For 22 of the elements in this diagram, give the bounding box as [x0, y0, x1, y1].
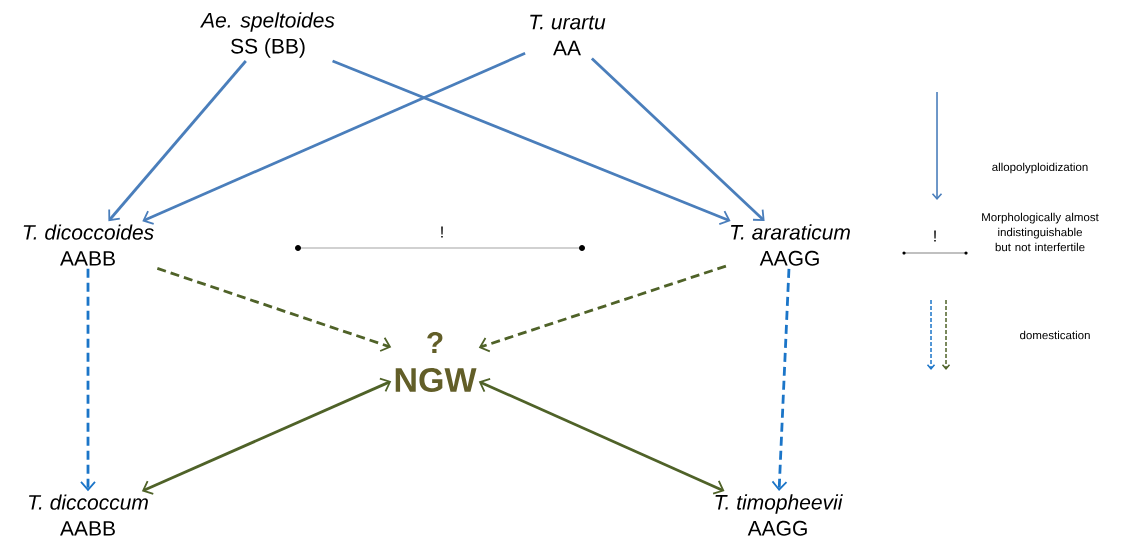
arrow [590, 57, 765, 222]
species-label: T. dicoccoides AABB [23, 224, 154, 266]
exclamation-mark: ! [441, 226, 443, 238]
species-label: T. diccoccum AABB [29, 494, 148, 536]
legend-text: Morphologically almost indistinguishable but not interfertile [982, 212, 1099, 252]
species-label: T. urartu AA [530, 14, 606, 56]
species-label: Ae. speltoides SS (BB) [200, 12, 335, 58]
exclamation-mark: ! [934, 230, 936, 242]
species-label: T. araraticum AAGG [731, 224, 850, 266]
legend-text: domestication [1020, 330, 1090, 340]
arrow [478, 378, 725, 495]
arrow [156, 267, 392, 352]
legend-text: allopolyploidization [992, 162, 1088, 174]
arrow [332, 59, 731, 225]
species-label: T. timopheevii AAGG [715, 494, 843, 536]
arrow [771, 268, 791, 492]
arrow [141, 377, 392, 495]
hub-label: ? NGW [395, 332, 477, 392]
arrow [108, 60, 247, 222]
arrow [142, 52, 526, 225]
arrow [478, 264, 727, 353]
arrow [80, 268, 96, 492]
